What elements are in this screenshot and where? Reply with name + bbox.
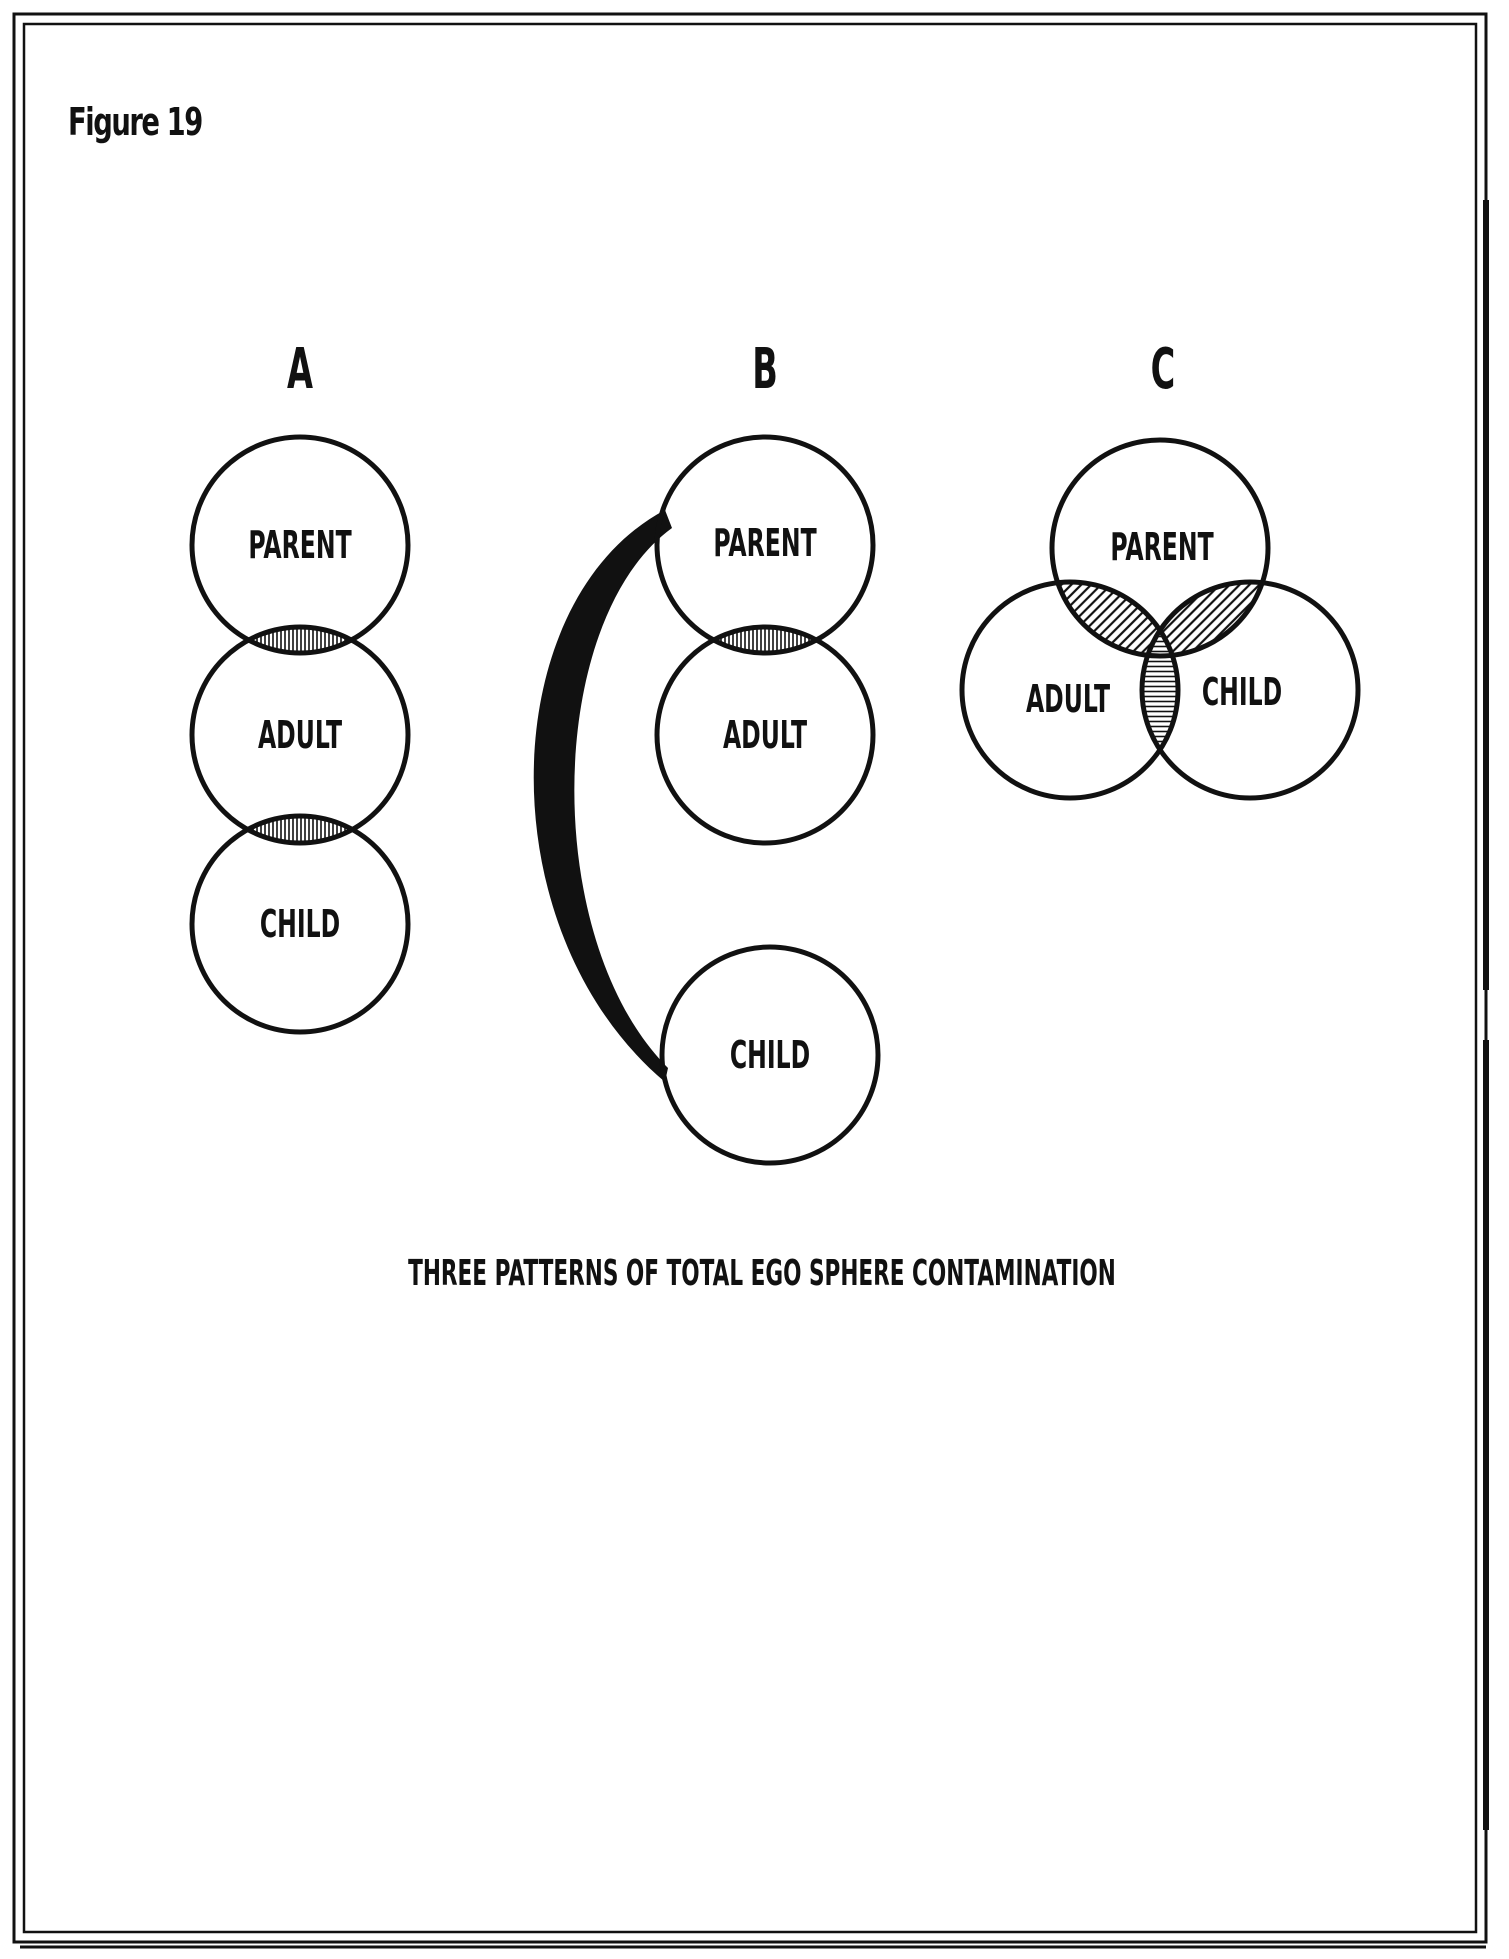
panel-c-overlap-parent-adult (1052, 582, 1178, 656)
panel-b-contamination-arc (533, 510, 672, 1082)
panel-c-child-circle (1139, 579, 1361, 801)
panel-b-child-label: CHILD (730, 1034, 810, 1077)
panel-b-parent-label: PARENT (713, 522, 817, 565)
panel-a-child-label: CHILD (260, 903, 340, 946)
panel-b-label: B (752, 336, 778, 401)
figure-label: Figure 19 (68, 100, 203, 144)
panel-c-parent-circle (1049, 437, 1271, 659)
panel-c-overlap-parent-child (1142, 582, 1268, 656)
panel-a-adult-circle (189, 624, 411, 846)
panel-a-child-circle (189, 813, 411, 1035)
panel-c-adult-label: ADULT (1026, 678, 1110, 721)
panel-c-adult-circle (959, 579, 1181, 801)
panel-a-parent-label: PARENT (248, 524, 352, 567)
panel-c-label: C (1151, 336, 1176, 401)
panel-a-parent-circle (189, 434, 411, 656)
panel-b: B PARENT ADULT CHILD (533, 336, 881, 1166)
figure-caption: THREE PATTERNS OF TOTAL EGO SPHERE CONTA… (408, 1251, 1116, 1293)
panel-c: C PARENT ADULT CHILD (959, 336, 1361, 801)
panel-b-child-circle (659, 944, 881, 1166)
panel-a-label: A (287, 336, 313, 401)
panel-b-parent-circle (654, 434, 876, 656)
panel-a-adult-label: ADULT (258, 714, 342, 757)
panel-c-child-label: CHILD (1202, 671, 1282, 714)
panel-c-parent-label: PARENT (1110, 526, 1214, 569)
panel-b-adult-label: ADULT (723, 714, 807, 757)
panel-a: A PARENT ADULT CHILD (189, 336, 411, 1035)
panel-b-adult-circle (654, 624, 876, 846)
